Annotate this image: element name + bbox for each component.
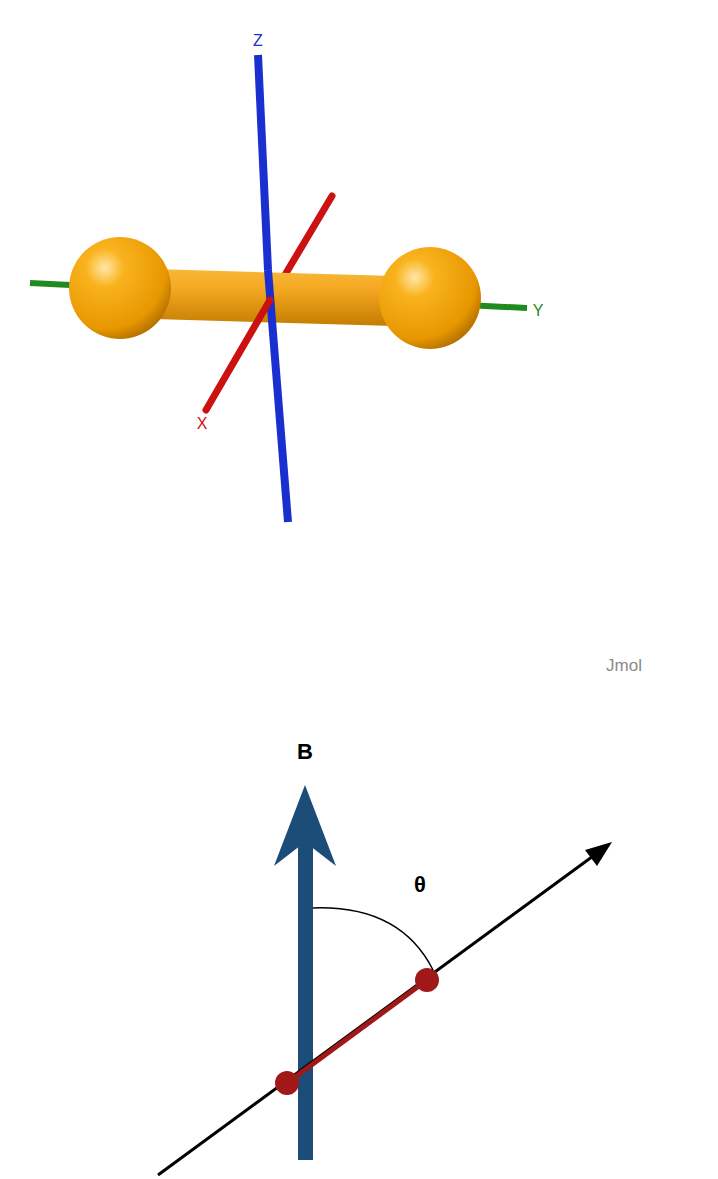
angle-arc (313, 908, 433, 970)
field-arrow-head (274, 785, 336, 866)
axis-label: Z (253, 33, 263, 49)
x-axis (206, 300, 270, 410)
watermark: Jmol (606, 657, 642, 674)
atom (415, 968, 439, 992)
axis-arrow-head (585, 842, 612, 866)
z-axis (258, 55, 268, 270)
z-axis (268, 270, 288, 522)
field-label: B (297, 741, 313, 763)
axis-label: X (197, 416, 208, 432)
axis-label: Y (533, 303, 544, 319)
field-arrow (298, 835, 313, 1160)
atom (69, 237, 171, 339)
atom (379, 247, 481, 349)
bond (287, 980, 427, 1083)
angle-label: θ (414, 874, 426, 896)
atom (275, 1071, 299, 1095)
molecule-axis (158, 851, 600, 1175)
